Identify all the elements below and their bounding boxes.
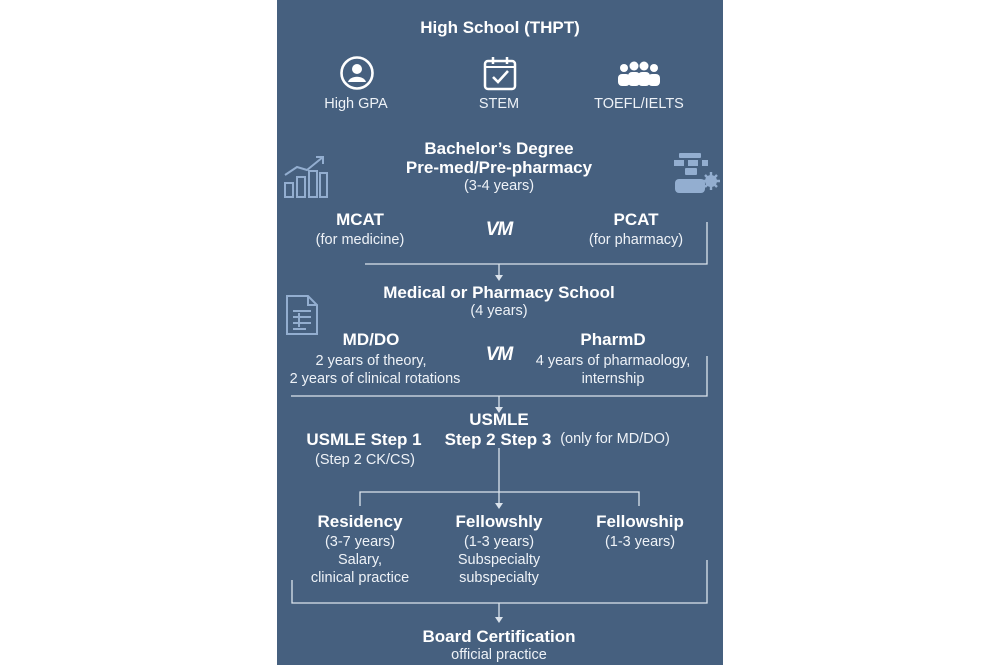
residency-title: Residency: [317, 512, 403, 531]
md-line2: 2 years of clinical rotations: [289, 371, 461, 387]
md-line1: 2 years of theory,: [315, 353, 427, 369]
pharmd-line1: 4 years of pharmaology,: [535, 353, 691, 369]
fellowshly-line1: Subspecialty: [457, 552, 541, 568]
arrowhead: [495, 275, 503, 281]
pcat-note: (for pharmacy): [588, 232, 684, 248]
fellowshly-title: Fellowshly: [455, 512, 543, 531]
fellowshly-line2: subspecialty: [459, 570, 539, 586]
school-title: Medical or Pharmacy School: [383, 283, 615, 302]
usmle-title: USMLE: [469, 410, 529, 429]
req-gpa-label: High GPA: [324, 96, 388, 112]
arrowhead: [495, 407, 503, 413]
md-title: MD/DO: [342, 330, 400, 349]
usmle-only-note: (only for MD/DO): [560, 431, 670, 447]
residency-line1: Salary,: [337, 552, 383, 568]
bachelor-duration: (3-4 years): [463, 178, 535, 194]
req-stem-label: STEM: [478, 96, 520, 112]
fellowship-title: Fellowship: [596, 512, 684, 531]
pharmd-line2: internship: [581, 371, 645, 387]
checklist-icon: [483, 57, 517, 91]
connector-lines: [291, 222, 708, 623]
mcat-note: (for medicine): [315, 232, 405, 248]
school-duration: (4 years): [470, 303, 528, 319]
arrowhead: [495, 503, 503, 509]
usmle-step1: USMLE Step 1: [306, 430, 422, 449]
building-gear-icon: [674, 153, 720, 193]
board-certification-title: Board Certification: [422, 627, 576, 646]
bachelor-title: Bachelor’s Degree: [424, 139, 574, 158]
usmle-step2-note: (Step 2 CK/CS): [315, 452, 415, 468]
training-branch-line: [359, 491, 640, 506]
career-pathway-diagram: High School (THPT) High GPA STEM TOEFL/I…: [277, 0, 723, 665]
pharmd-title: PharmD: [580, 330, 646, 349]
bachelor-subtitle: Pre-med/Pre-pharmacy: [405, 158, 593, 177]
arrowhead: [495, 617, 503, 623]
highschool-title: High School (THPT): [420, 18, 580, 37]
exam-bracket-line: [365, 222, 708, 265]
pcat-title: PCAT: [613, 210, 659, 229]
board-certification-subtitle: official practice: [451, 647, 547, 663]
school-bracket-line: [291, 356, 708, 397]
fellowshly-duration: (1-3 years): [463, 534, 535, 550]
vm-logo: VM: [485, 344, 513, 365]
mcat-title: MCAT: [336, 210, 384, 229]
residency-line2: clinical practice: [310, 570, 410, 586]
growth-chart-icon: [284, 156, 328, 198]
vm-logo: VM: [485, 219, 513, 240]
req-language-label: TOEFL/IELTS: [594, 96, 684, 112]
user-circle-icon: [340, 56, 374, 90]
group-icon: [618, 61, 660, 86]
usmle-step23: Step 2 Step 3: [444, 430, 552, 449]
residency-duration: (3-7 years): [324, 534, 396, 550]
document-icon: [286, 295, 318, 335]
fellowship-duration: (1-3 years): [604, 534, 676, 550]
